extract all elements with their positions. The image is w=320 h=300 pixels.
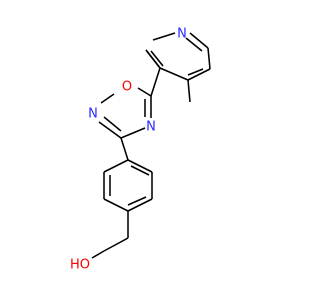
oxadiazole-ring xyxy=(98,87,152,139)
bond-c-o xyxy=(137,87,152,97)
bond-c-n xyxy=(152,32,176,41)
bond-c-c xyxy=(159,67,189,81)
bond-n-c-double xyxy=(185,37,203,52)
bond-c-c-double xyxy=(187,68,204,76)
atom-label-n-pyridine: N xyxy=(177,27,187,42)
bond-c-c xyxy=(127,198,153,212)
atom-label-n-oxadiazole-left: N xyxy=(88,107,98,122)
bond-c-c xyxy=(103,159,129,173)
bond-ch2-ch2 xyxy=(103,237,129,252)
bond-methyl xyxy=(187,79,191,103)
bond-oxadiazole-benzene xyxy=(120,137,129,161)
bond-c-c xyxy=(207,47,211,70)
bond-pyridine-oxadiazole xyxy=(150,67,161,97)
benzene-ring xyxy=(103,159,153,212)
molecule-structure: N O N N HO xyxy=(70,27,211,273)
bond-c-c xyxy=(103,198,129,212)
bond-c-c-double xyxy=(127,196,147,206)
molecule-diagram: N O N N HO xyxy=(69,26,211,273)
bond-n-c xyxy=(98,121,122,139)
bond-c-n xyxy=(120,127,146,139)
bond-c-c-double xyxy=(130,165,150,176)
bond-c-c xyxy=(187,68,211,81)
bond-n-c xyxy=(189,32,209,49)
bond-c-c-double xyxy=(150,50,164,67)
bond-c-c xyxy=(145,49,161,69)
pyridine-ring xyxy=(145,32,211,81)
atom-label-o-oxadiazole: O xyxy=(122,80,132,95)
atom-label-hydroxyl: HO xyxy=(70,258,90,273)
bond-o-n xyxy=(100,93,115,104)
atom-label-n-oxadiazole-right: N xyxy=(146,120,156,135)
bond-ch2-oh xyxy=(91,250,105,259)
bond-n-c-double xyxy=(103,116,122,132)
bond-c-c xyxy=(127,159,153,173)
